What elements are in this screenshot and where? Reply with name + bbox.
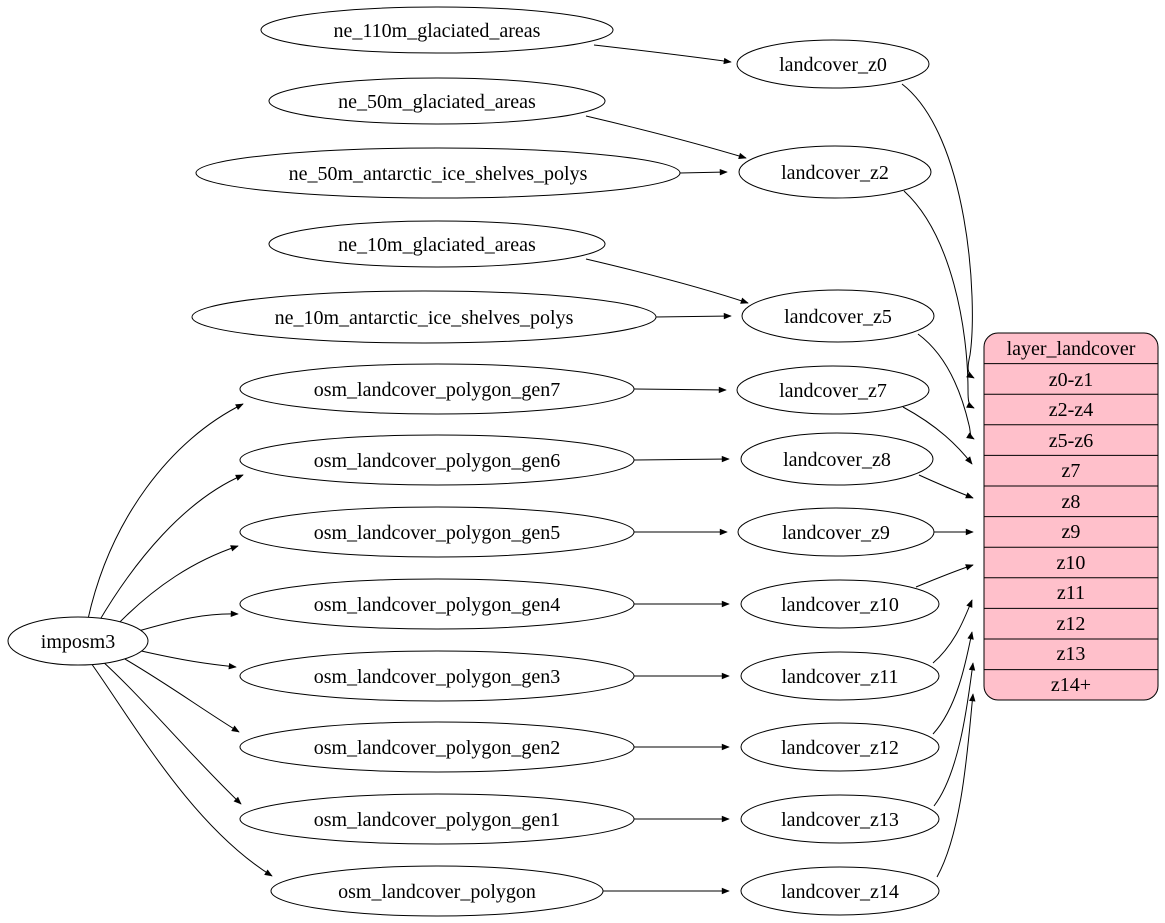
node-landcover_z12[interactable]: landcover_z12: [740, 722, 940, 772]
table-row-z9: z9: [1062, 521, 1081, 543]
edge-imposm3-gen2: [117, 654, 240, 733]
table-layer_landcover[interactable]: layer_landcover z0-z1 z2-z4 z5-z6 z7 z8 …: [983, 332, 1159, 701]
node-landcover_z9[interactable]: landcover_z9: [737, 507, 935, 557]
node-osm_landcover_polygon_gen3[interactable]: osm_landcover_polygon_gen3: [239, 650, 635, 702]
table-row-z2-z4: z2-z4: [1049, 399, 1093, 421]
node-landcover_z8-label: landcover_z8: [783, 449, 891, 471]
node-ne_50m_antarctic_ice_shelves_polys-label: ne_50m_antarctic_ice_shelves_polys: [289, 163, 588, 185]
edge-imposm3-gen6: [97, 474, 244, 624]
node-osm_landcover_polygon_gen7[interactable]: osm_landcover_polygon_gen7: [239, 363, 635, 415]
edge-z12-row-z12: [932, 631, 974, 735]
node-landcover_z0[interactable]: landcover_z0: [736, 39, 930, 89]
edge-imposm3-polygon: [90, 662, 273, 877]
edges-layer: [87, 44, 976, 895]
node-landcover_z14-label: landcover_z14: [781, 881, 899, 903]
node-landcover_z10[interactable]: landcover_z10: [740, 579, 940, 629]
edge-gen7-z7: [633, 386, 727, 394]
node-ne_10m_antarctic_ice_shelves_polys-label: ne_10m_antarctic_ice_shelves_polys: [275, 307, 574, 329]
node-landcover_z13-label: landcover_z13: [781, 809, 899, 831]
table-row-z13: z13: [1057, 643, 1086, 665]
node-landcover_z5-label: landcover_z5: [784, 306, 892, 328]
node-osm_landcover_polygon_gen1-label: osm_landcover_polygon_gen1: [314, 809, 561, 831]
edge-z5-row-z5z6: [917, 333, 975, 440]
node-landcover_z9-label: landcover_z9: [782, 522, 890, 544]
node-osm_landcover_polygon_gen6[interactable]: osm_landcover_polygon_gen6: [239, 434, 635, 486]
node-landcover_z10-label: landcover_z10: [781, 594, 899, 616]
table-row-z7: z7: [1062, 460, 1081, 482]
node-landcover_z14[interactable]: landcover_z14: [740, 866, 940, 916]
table-row-z12: z12: [1057, 613, 1086, 635]
edge-imposm3-gen3: [136, 649, 237, 670]
node-ne_50m_glaciated_areas-label: ne_50m_glaciated_areas: [338, 91, 536, 113]
node-osm_landcover_polygon_gen2-label: osm_landcover_polygon_gen2: [314, 737, 561, 759]
node-imposm3[interactable]: imposm3: [7, 616, 149, 666]
edge-imposm3-gen4: [134, 610, 239, 633]
edge-ne10mg-z5: [585, 258, 749, 304]
edge-z13-row-z13: [933, 662, 976, 807]
node-landcover_z5[interactable]: landcover_z5: [741, 289, 935, 343]
node-landcover_z12-label: landcover_z12: [781, 737, 899, 759]
edge-imposm3-gen1: [100, 659, 242, 805]
edge-z11-row-z11: [932, 599, 973, 664]
node-landcover_z13[interactable]: landcover_z13: [740, 794, 940, 844]
node-osm_landcover_polygon-label: osm_landcover_polygon: [338, 881, 536, 903]
node-osm_landcover_polygon_gen3-label: osm_landcover_polygon_gen3: [314, 666, 561, 688]
node-imposm3-label: imposm3: [41, 631, 115, 653]
node-ne_50m_glaciated_areas[interactable]: ne_50m_glaciated_areas: [268, 77, 606, 125]
node-landcover_z2-label: landcover_z2: [781, 162, 889, 184]
edge-imposm3-gen5: [112, 545, 239, 630]
node-osm_landcover_polygon_gen4[interactable]: osm_landcover_polygon_gen4: [239, 578, 635, 630]
edge-ne110m-z0: [593, 44, 732, 65]
edge-z10-row-z10: [915, 564, 974, 588]
node-osm_landcover_polygon[interactable]: osm_landcover_polygon: [270, 865, 604, 917]
node-ne_50m_antarctic_ice_shelves_polys[interactable]: ne_50m_antarctic_ice_shelves_polys: [195, 147, 681, 199]
node-osm_landcover_polygon_gen5[interactable]: osm_landcover_polygon_gen5: [239, 506, 635, 558]
node-osm_landcover_polygon_gen4-label: osm_landcover_polygon_gen4: [314, 594, 561, 616]
table-row-z8: z8: [1062, 491, 1081, 513]
node-landcover_z11[interactable]: landcover_z11: [740, 651, 940, 701]
node-ne_10m_glaciated_areas[interactable]: ne_10m_glaciated_areas: [268, 220, 606, 268]
edge-ne50ma-z2: [679, 168, 728, 176]
node-landcover_z0-label: landcover_z0: [779, 54, 887, 76]
edge-ne50mg-z2: [585, 115, 747, 159]
table-row-z10: z10: [1057, 552, 1086, 574]
node-landcover_z7-label: landcover_z7: [779, 380, 887, 402]
node-landcover_z2[interactable]: landcover_z2: [738, 145, 932, 199]
node-osm_landcover_polygon_gen2[interactable]: osm_landcover_polygon_gen2: [239, 721, 635, 773]
node-osm_landcover_polygon_gen6-label: osm_landcover_polygon_gen6: [314, 450, 561, 472]
edge-z2-row-z2z4: [903, 190, 975, 409]
node-landcover_z8[interactable]: landcover_z8: [740, 432, 934, 486]
edge-z0-row-z0z1: [901, 83, 975, 379]
edge-z7-row-z7: [902, 406, 973, 465]
edge-z8-row-z8: [918, 474, 974, 499]
edge-z14-row-z14plus: [936, 693, 976, 878]
table-row-z14plus: z14+: [1051, 674, 1091, 696]
node-ne_10m_glaciated_areas-label: ne_10m_glaciated_areas: [338, 234, 536, 256]
node-landcover_z7[interactable]: landcover_z7: [736, 365, 930, 415]
table-row-z5-z6: z5-z6: [1049, 430, 1093, 452]
edge-ne10ma-z5: [654, 312, 732, 320]
node-osm_landcover_polygon_gen5-label: osm_landcover_polygon_gen5: [314, 522, 561, 544]
node-landcover_z11-label: landcover_z11: [782, 666, 899, 688]
node-osm_landcover_polygon_gen1[interactable]: osm_landcover_polygon_gen1: [239, 793, 635, 845]
edge-gen6-z8: [633, 455, 730, 463]
node-ne_10m_antarctic_ice_shelves_polys[interactable]: ne_10m_antarctic_ice_shelves_polys: [191, 290, 657, 344]
node-osm_landcover_polygon_gen7-label: osm_landcover_polygon_gen7: [314, 379, 561, 401]
table-row-z0-z1: z0-z1: [1049, 369, 1093, 391]
table-title: layer_landcover: [1007, 338, 1136, 360]
edge-imposm3-gen7: [87, 403, 244, 620]
node-ne_110m_glaciated_areas[interactable]: ne_110m_glaciated_areas: [260, 6, 614, 54]
node-ne_110m_glaciated_areas-label: ne_110m_glaciated_areas: [334, 20, 541, 42]
table-row-z11: z11: [1057, 582, 1085, 604]
